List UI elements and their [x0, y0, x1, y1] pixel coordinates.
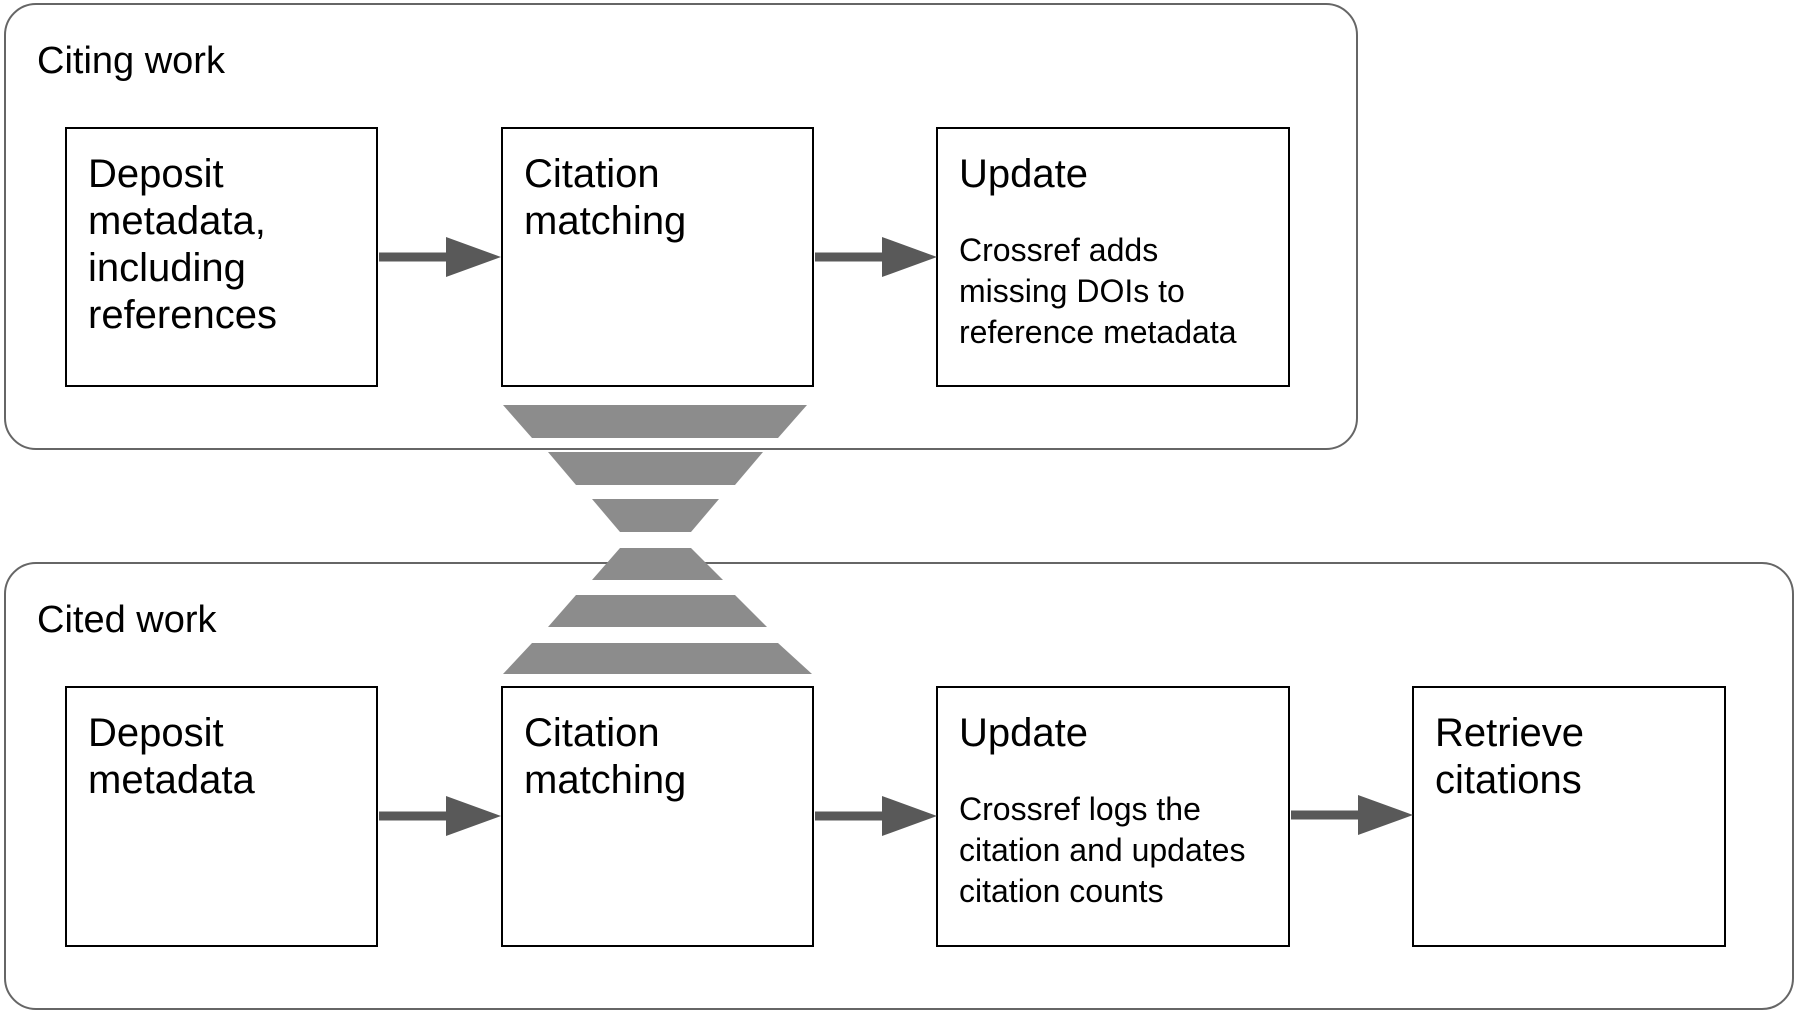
- funnel-segment: [592, 548, 723, 580]
- citing-deposit-box: Deposit metadata, including references: [65, 127, 378, 387]
- funnel-segment: [548, 595, 767, 627]
- cited-retrieve-title: Retrieve citations: [1435, 711, 1584, 802]
- cited-citation-matching-box: Citation matching: [501, 686, 814, 947]
- citing-update-description: Crossref adds missing DOIs to reference …: [959, 232, 1237, 350]
- citing-work-title: Citing work: [37, 40, 225, 82]
- arrow-cited-deposit-to-matching: [379, 796, 501, 836]
- funnel-segment: [592, 499, 719, 532]
- citing-deposit-title: Deposit metadata, including references: [88, 152, 277, 337]
- cited-retrieve-box: Retrieve citations: [1412, 686, 1726, 947]
- citing-citation-matching-title: Citation matching: [524, 152, 687, 243]
- funnel-segment: [503, 405, 807, 438]
- funnel-segment: [548, 452, 763, 485]
- arrow-citing-matching-to-update: [815, 237, 937, 277]
- hourglass-connector: [503, 405, 812, 674]
- cited-citation-matching-title: Citation matching: [524, 711, 687, 802]
- citing-update-title: Update: [959, 152, 1088, 196]
- citing-update-box: Update Crossref adds missing DOIs to ref…: [936, 127, 1290, 387]
- arrow-citing-deposit-to-matching: [379, 237, 501, 277]
- cited-deposit-title: Deposit metadata: [88, 711, 255, 802]
- cited-update-description: Crossref logs the citation and updates c…: [959, 791, 1246, 909]
- cited-update-title: Update: [959, 711, 1088, 755]
- cited-update-box: Update Crossref logs the citation and up…: [936, 686, 1290, 947]
- citing-citation-matching-box: Citation matching: [501, 127, 814, 387]
- arrow-cited-matching-to-update: [815, 796, 937, 836]
- cited-deposit-box: Deposit metadata: [65, 686, 378, 947]
- cited-work-title: Cited work: [37, 599, 217, 641]
- arrow-cited-update-to-retrieve: [1291, 795, 1413, 835]
- funnel-segment: [503, 643, 812, 674]
